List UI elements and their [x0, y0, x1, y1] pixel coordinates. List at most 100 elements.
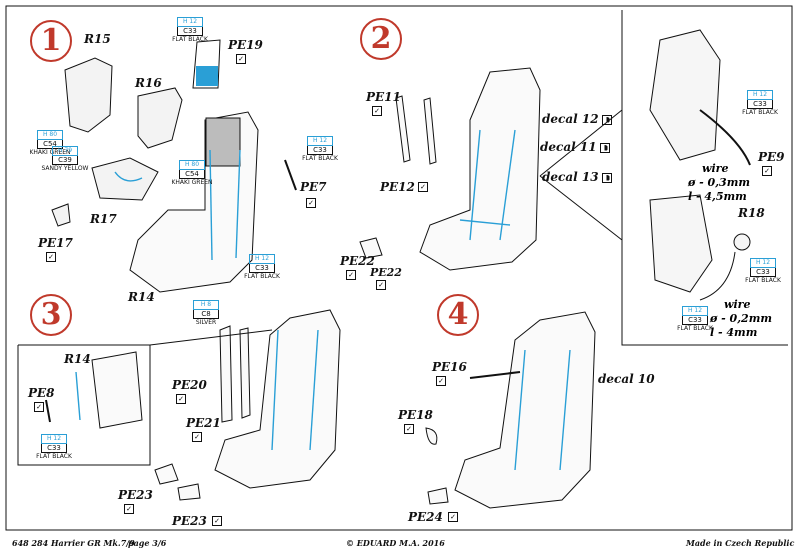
- label-pe20: PE20: [172, 378, 207, 392]
- back-pad-r16: [137, 87, 183, 149]
- label-pe23-b: PE23: [172, 514, 207, 528]
- label-r17: R17: [90, 212, 117, 226]
- step-3-badge: 3: [30, 294, 72, 336]
- step3-inset-detail: [91, 351, 143, 429]
- inset-pe9: [649, 29, 751, 166]
- label-decal-10: decal 10: [598, 372, 655, 386]
- label-decal-13: decal 13: [542, 170, 612, 184]
- pe16-part: [469, 371, 521, 379]
- label-r14-step1: R14: [128, 290, 155, 304]
- step4-blue-harness: [514, 349, 571, 471]
- label-pe8: PE8: [28, 386, 55, 400]
- inset-r18: [649, 194, 751, 301]
- pe11-b: [423, 97, 437, 165]
- checkbox-pe18[interactable]: ✓: [404, 424, 414, 434]
- label-pe9: PE9: [758, 150, 785, 164]
- inset-leader-1: [539, 175, 623, 241]
- footer-made-in: Made in Czech Republic: [686, 538, 795, 548]
- seat-pan-r17: [91, 157, 159, 201]
- label-pe24: PE24: [408, 510, 443, 524]
- headbox: [205, 117, 241, 167]
- step3-inset-box: [17, 344, 151, 466]
- label-pe7: PE7: [300, 180, 327, 194]
- label-r18: R18: [738, 206, 765, 220]
- checkbox-pe16[interactable]: ✓: [436, 376, 446, 386]
- step3-drawing: [45, 309, 341, 501]
- checkbox-pe12[interactable]: ✓: [418, 182, 428, 192]
- pe24-part: [427, 487, 449, 505]
- pe21-part: [239, 327, 251, 419]
- checkbox-pe20[interactable]: ✓: [176, 394, 186, 404]
- checkbox-pe19[interactable]: ✓: [236, 54, 246, 64]
- checkbox-pe23-a[interactable]: ✓: [124, 504, 134, 514]
- footer-copyright: © EDUARD M.A. 2016: [346, 538, 445, 548]
- checkbox-pe9[interactable]: ✓: [762, 166, 772, 176]
- label-r14-step3: R14: [64, 352, 91, 366]
- checkbox-pe22-part[interactable]: ✓: [376, 280, 386, 290]
- wire-spec-1: wire ø - 0,3mm l - 4,5mm: [688, 162, 750, 203]
- label-pe12: PE12: [380, 180, 415, 194]
- step1-drawing: [51, 39, 297, 293]
- pe22-part: [359, 237, 383, 259]
- checkbox-pe17[interactable]: ✓: [46, 252, 56, 262]
- step-4-badge: 4: [437, 294, 479, 336]
- pe23-part-a: [154, 463, 179, 485]
- pe11-a: [395, 95, 411, 163]
- step1-blue-harness: [114, 149, 241, 261]
- label-pe22-part: PE22: [370, 266, 402, 279]
- seat-step2: [419, 67, 541, 271]
- pe19-fill: [196, 66, 218, 86]
- pe7-part: [284, 159, 297, 191]
- checkbox-pe7[interactable]: ✓: [306, 198, 316, 208]
- step3-blue-harness: [75, 329, 319, 451]
- step4-drawing: [425, 311, 596, 509]
- checkbox-pe21[interactable]: ✓: [192, 432, 202, 442]
- checkbox-pe22[interactable]: ✓: [346, 270, 356, 280]
- wire-spec-2: wire ø - 0,2mm l - 4mm: [710, 298, 772, 339]
- label-pe21: PE21: [186, 416, 221, 430]
- footer-product: 648 284 Harrier GR Mk.7/9: [12, 538, 135, 548]
- label-r15: R15: [84, 32, 111, 46]
- label-decal-11: decal 11: [540, 140, 610, 154]
- checkbox-pe24[interactable]: ✓: [448, 512, 458, 522]
- label-pe19: PE19: [228, 38, 263, 52]
- step3-leader: [149, 329, 273, 346]
- cushion-r15: [64, 57, 113, 133]
- label-pe16: PE16: [432, 360, 467, 374]
- label-pe22: PE22: [340, 254, 375, 268]
- pe20-part: [219, 325, 233, 423]
- label-pe23-a: PE23: [118, 488, 153, 502]
- step2-drawing: [359, 67, 541, 271]
- pe8-part: [45, 399, 51, 423]
- pe23-part-b: [177, 483, 201, 501]
- footer-page: page 3/6: [128, 538, 167, 548]
- label-pe17: PE17: [38, 236, 73, 250]
- decal-icon: [601, 172, 612, 183]
- pe17-part: [51, 203, 71, 227]
- label-pe11: PE11: [366, 90, 401, 104]
- decal-icon: [599, 142, 610, 153]
- label-pe18: PE18: [398, 408, 433, 422]
- checkbox-pe23-b[interactable]: ✓: [212, 516, 222, 526]
- checkbox-pe11[interactable]: ✓: [372, 106, 382, 116]
- pe18-part: [425, 427, 438, 445]
- decal-icon: [601, 114, 612, 125]
- checkbox-pe8[interactable]: ✓: [34, 402, 44, 412]
- step-2-badge: 2: [360, 18, 402, 60]
- label-r16: R16: [135, 76, 162, 90]
- step-1-badge: 1: [30, 20, 72, 62]
- step2-blue-harness: [459, 129, 516, 241]
